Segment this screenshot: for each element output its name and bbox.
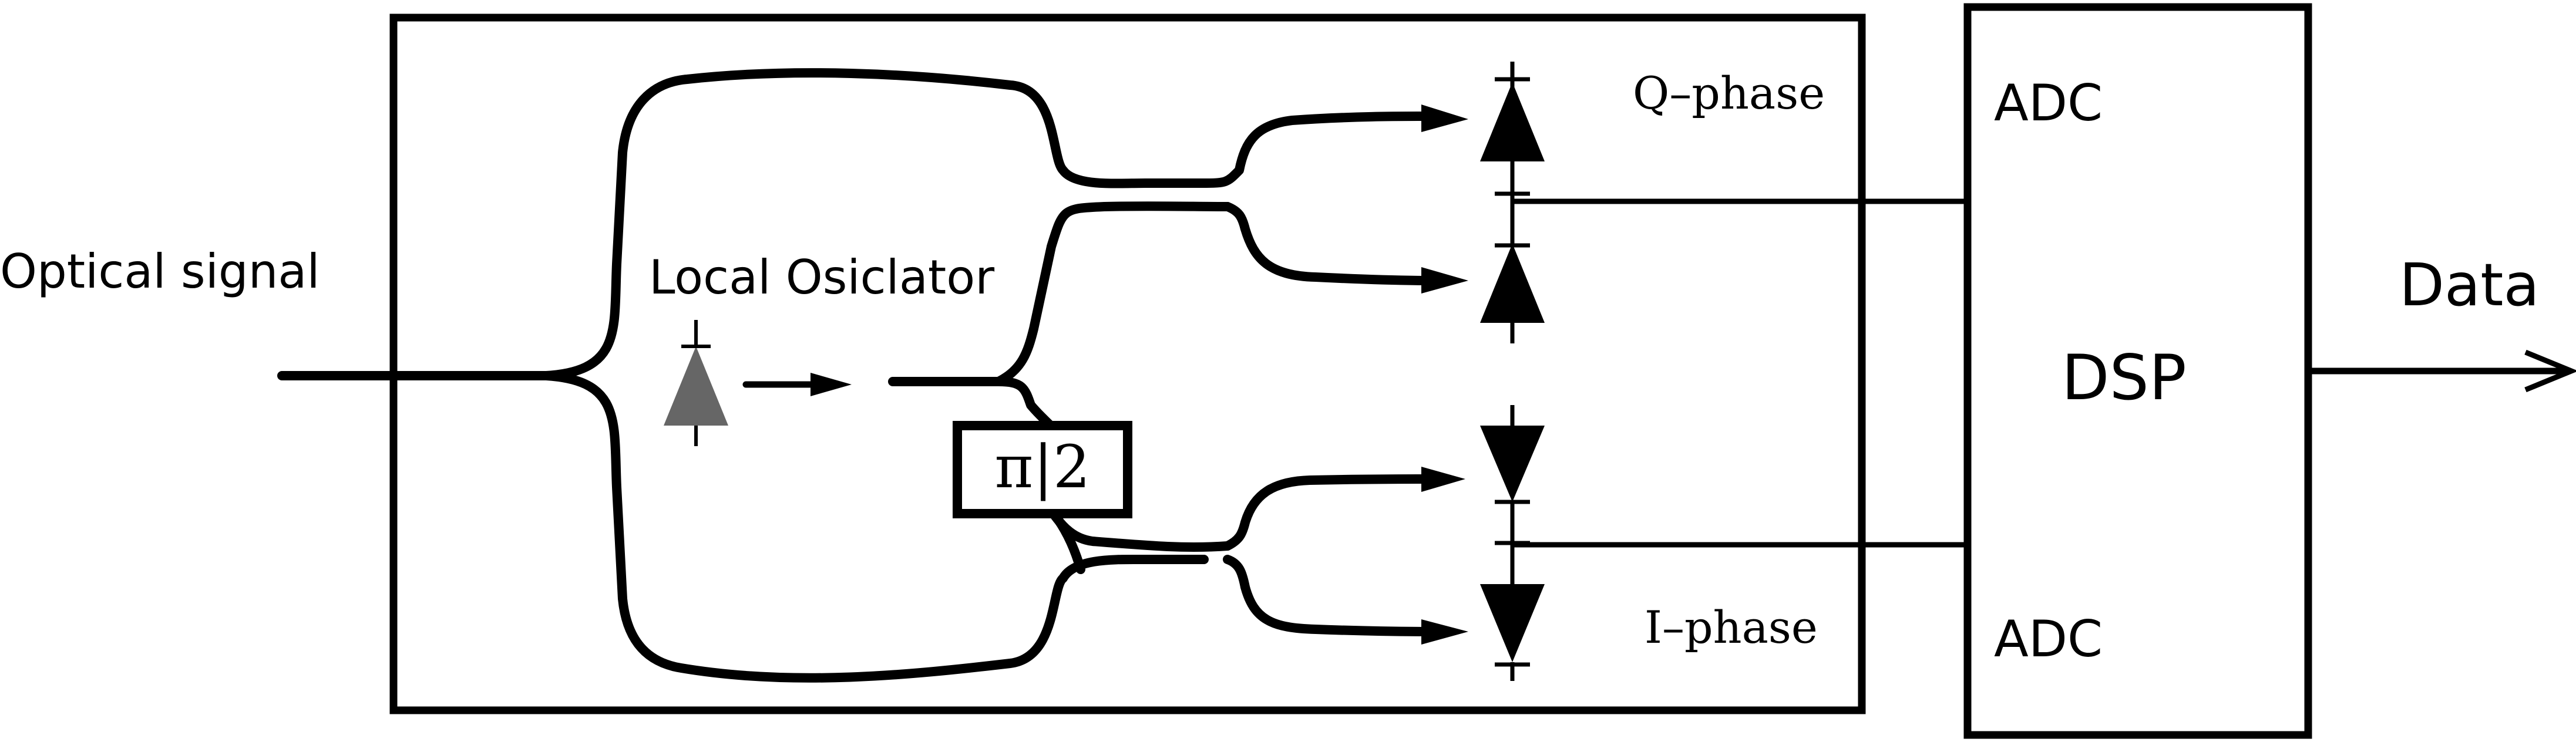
- adc-top-label: ADC: [1994, 74, 2103, 133]
- optical-front-end-frame: [389, 14, 1866, 714]
- phase-shifter-label: π|2: [994, 433, 1090, 501]
- laser-diode-icon: [664, 320, 728, 446]
- i-coupler: [1223, 474, 1438, 636]
- q-coupler: [1199, 112, 1438, 285]
- lo-emission-arrow: [742, 373, 852, 396]
- phase-shifter: π|2: [953, 421, 1132, 518]
- input-label: Optical signal: [0, 244, 320, 299]
- output-arrow: [2305, 349, 2576, 393]
- adc-bottom-label: ADC: [1994, 610, 2103, 669]
- input-waveguide: [277, 68, 1209, 683]
- dsp-label: DSP: [2062, 342, 2187, 414]
- q-phase-label: Q–phase: [1633, 67, 1825, 119]
- i-phase-label: I–phase: [1645, 601, 1818, 653]
- triangle-diode-icon: [1480, 62, 1545, 343]
- output-label: Data: [2399, 251, 2540, 319]
- arrowhead-icon: [1421, 104, 1468, 645]
- local-oscillator-label: Local Osiclator: [649, 250, 994, 305]
